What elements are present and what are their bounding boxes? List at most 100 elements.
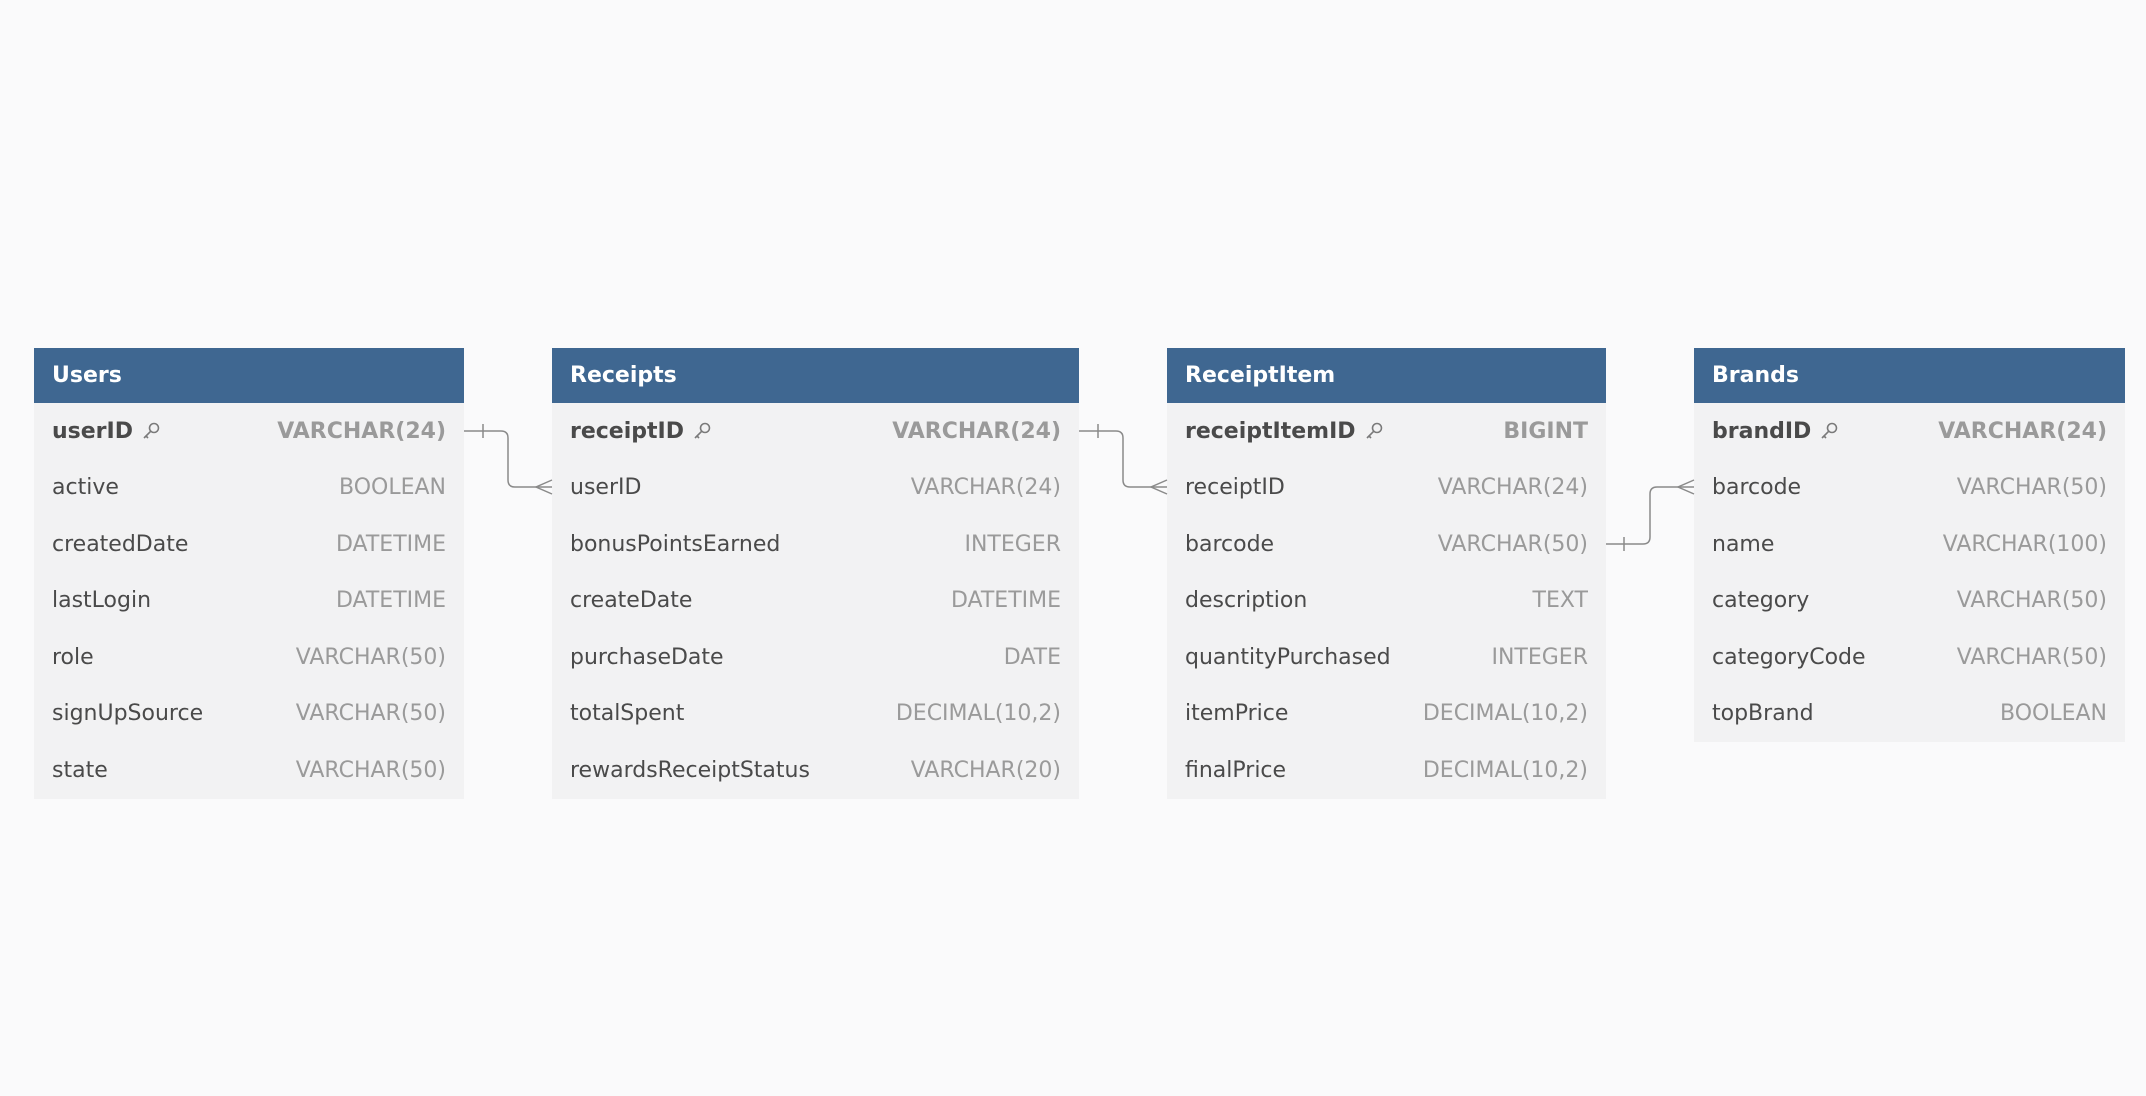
column-name: signUpSource <box>52 701 204 727</box>
key-icon <box>1821 422 1838 439</box>
table-users[interactable]: Users userID VARCHAR(24) active BOOLEAN … <box>34 348 464 799</box>
table-row[interactable]: brandID VARCHAR(24) <box>1694 403 2125 460</box>
table-row[interactable]: receiptID VARCHAR(24) <box>1167 460 1606 517</box>
table-row[interactable]: bonusPointsEarned INTEGER <box>552 516 1079 573</box>
column-name-cell: brandID <box>1712 419 1839 444</box>
column-name: finalPrice <box>1185 757 1287 783</box>
column-name: userID <box>570 475 642 501</box>
table-row[interactable]: state VARCHAR(50) <box>34 742 464 799</box>
column-name: rewardsReceiptStatus <box>570 757 810 783</box>
table-row[interactable]: quantityPurchased INTEGER <box>1167 629 1606 686</box>
table-row[interactable]: name VARCHAR(100) <box>1694 516 2125 573</box>
column-name-cell: userID <box>52 419 161 444</box>
column-type: DECIMAL(10,2) <box>1422 757 1588 783</box>
table-row[interactable]: rewardsReceiptStatus VARCHAR(20) <box>552 742 1079 799</box>
column-type: DECIMAL(10,2) <box>895 701 1061 727</box>
table-header[interactable]: Users <box>34 348 464 403</box>
column-name: totalSpent <box>570 701 685 727</box>
column-type: VARCHAR(50) <box>295 644 446 670</box>
column-name: topBrand <box>1712 701 1814 727</box>
relationship-receiptitem-brands[interactable] <box>1606 479 1695 551</box>
column-type: VARCHAR(24) <box>910 475 1061 501</box>
key-icon <box>143 422 160 439</box>
column-name: bonusPointsEarned <box>570 531 781 557</box>
column-name-cell: receiptItemID <box>1185 419 1384 444</box>
table-row[interactable]: signUpSource VARCHAR(50) <box>34 686 464 743</box>
column-type: VARCHAR(100) <box>1942 531 2107 557</box>
relationship-users-receipts[interactable] <box>464 424 553 495</box>
table-row[interactable]: userID VARCHAR(24) <box>552 460 1079 517</box>
column-name: quantityPurchased <box>1185 644 1391 670</box>
column-name: description <box>1185 588 1308 614</box>
column-name-cell: receiptID <box>570 419 712 444</box>
column-name: state <box>52 757 108 783</box>
table-row[interactable]: category VARCHAR(50) <box>1694 573 2125 630</box>
column-type: DATETIME <box>335 588 446 614</box>
column-name: category <box>1712 588 1810 614</box>
table-row[interactable]: finalPrice DECIMAL(10,2) <box>1167 742 1606 799</box>
column-type: DATETIME <box>335 531 446 557</box>
column-name: categoryCode <box>1712 644 1866 670</box>
column-name: role <box>52 644 94 670</box>
column-name: name <box>1712 531 1775 557</box>
column-name: barcode <box>1185 531 1275 557</box>
table-row[interactable]: purchaseDate DATE <box>552 629 1079 686</box>
column-type: DECIMAL(10,2) <box>1422 701 1588 727</box>
column-name: receiptID <box>570 418 684 444</box>
column-type: VARCHAR(50) <box>295 701 446 727</box>
column-type: TEXT <box>1532 588 1588 614</box>
column-name: purchaseDate <box>570 644 724 670</box>
column-type: INTEGER <box>964 531 1061 557</box>
column-type: VARCHAR(24) <box>1938 418 2107 444</box>
column-name: brandID <box>1712 418 1812 444</box>
column-name: barcode <box>1712 475 1802 501</box>
column-name: active <box>52 475 119 501</box>
table-row[interactable]: receiptID VARCHAR(24) <box>552 403 1079 460</box>
column-type: VARCHAR(50) <box>1956 588 2107 614</box>
table-header[interactable]: Brands <box>1694 348 2125 403</box>
table-row[interactable]: active BOOLEAN <box>34 460 464 517</box>
table-header[interactable]: ReceiptItem <box>1167 348 1606 403</box>
table-row[interactable]: description TEXT <box>1167 573 1606 630</box>
table-row[interactable]: createDate DATETIME <box>552 573 1079 630</box>
column-type: VARCHAR(50) <box>1956 644 2107 670</box>
key-icon <box>694 422 711 439</box>
table-row[interactable]: barcode VARCHAR(50) <box>1694 460 2125 517</box>
table-header[interactable]: Receipts <box>552 348 1079 403</box>
table-receipts[interactable]: Receipts receiptID VARCHAR(24) userID VA… <box>552 348 1079 799</box>
table-row[interactable]: categoryCode VARCHAR(50) <box>1694 629 2125 686</box>
table-row[interactable]: userID VARCHAR(24) <box>34 403 464 460</box>
table-row[interactable]: topBrand BOOLEAN <box>1694 686 2125 743</box>
column-name: itemPrice <box>1185 701 1289 727</box>
table-receiptitem[interactable]: ReceiptItem receiptItemID BIGINT receipt… <box>1167 348 1606 799</box>
column-name: receiptItemID <box>1185 418 1356 444</box>
column-type: VARCHAR(24) <box>892 418 1061 444</box>
column-name: receiptID <box>1185 475 1285 501</box>
column-type: BOOLEAN <box>1999 701 2107 727</box>
column-type: DATE <box>1003 644 1061 670</box>
table-row[interactable]: lastLogin DATETIME <box>34 573 464 630</box>
column-name: createDate <box>570 588 693 614</box>
column-type: VARCHAR(24) <box>277 418 446 444</box>
column-type: INTEGER <box>1491 644 1588 670</box>
table-row[interactable]: receiptItemID BIGINT <box>1167 403 1606 460</box>
table-row[interactable]: itemPrice DECIMAL(10,2) <box>1167 686 1606 743</box>
column-name: createdDate <box>52 531 189 557</box>
column-type: VARCHAR(50) <box>1956 475 2107 501</box>
column-type: VARCHAR(20) <box>910 757 1061 783</box>
column-type: VARCHAR(24) <box>1437 475 1588 501</box>
column-type: VARCHAR(50) <box>1437 531 1588 557</box>
table-row[interactable]: barcode VARCHAR(50) <box>1167 516 1606 573</box>
relationship-receipts-receiptitem[interactable] <box>1079 424 1168 495</box>
column-name: lastLogin <box>52 588 152 614</box>
table-row[interactable]: createdDate DATETIME <box>34 516 464 573</box>
table-brands[interactable]: Brands brandID VARCHAR(24) barcode VARCH… <box>1694 348 2125 742</box>
column-name: userID <box>52 418 133 444</box>
column-type: BOOLEAN <box>338 475 446 501</box>
column-type: BIGINT <box>1503 418 1588 444</box>
table-row[interactable]: totalSpent DECIMAL(10,2) <box>552 686 1079 743</box>
column-type: VARCHAR(50) <box>295 757 446 783</box>
table-row[interactable]: role VARCHAR(50) <box>34 629 464 686</box>
key-icon <box>1365 422 1382 439</box>
